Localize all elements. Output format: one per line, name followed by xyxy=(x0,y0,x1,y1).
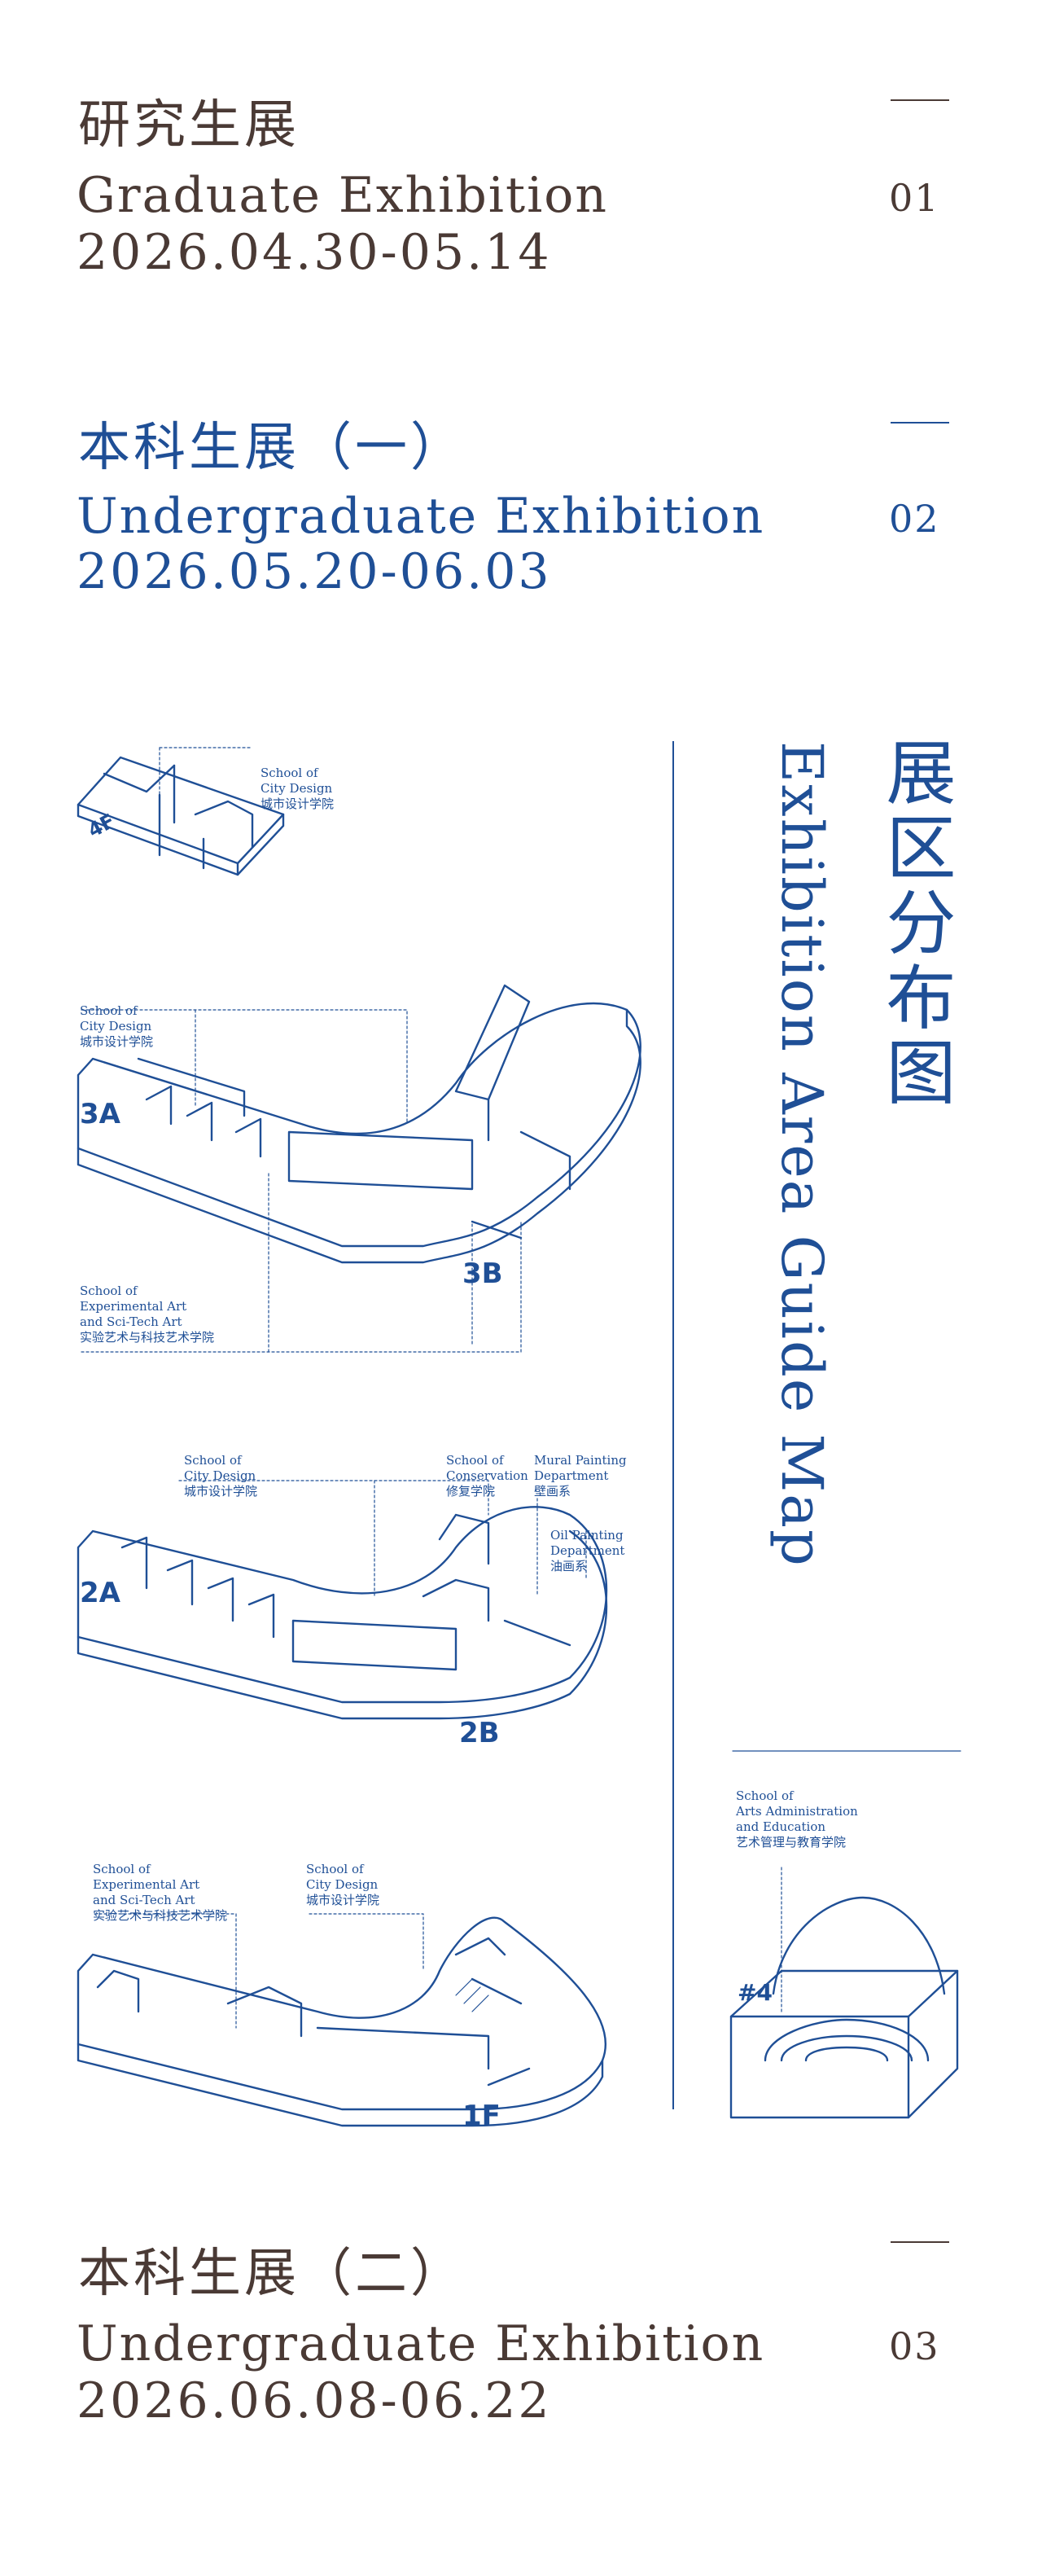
section-02-rule xyxy=(891,422,949,423)
section-03-number: 03 xyxy=(889,2324,940,2368)
label-4f-city-design: School of City Design 城市设计学院 xyxy=(260,766,335,811)
section-01-rule xyxy=(891,99,949,101)
section-02-date: 2026.05.20-06.03 xyxy=(77,543,552,600)
label-4-arts-admin: School of Arts Administration and Educat… xyxy=(736,1788,858,1850)
building-4-shape xyxy=(729,1750,961,2119)
label-2f-city-design: School of City Design 城市设计学院 xyxy=(184,1453,258,1499)
section-02-en-title: Undergraduate Exhibition xyxy=(77,488,765,545)
label-1f-exp-art: School of Experimental Art and Sci-Tech … xyxy=(93,1862,228,1923)
section-02-zh-title: 本科生展（一） xyxy=(78,418,466,478)
guide-divider-line xyxy=(672,741,674,2109)
floor-3-shape xyxy=(77,984,641,1353)
guide-zh-title: 展区分布图 xyxy=(873,736,955,1111)
floor-2-shape xyxy=(77,1480,608,1720)
label-2f-conservation: School of Conservation 修复学院 xyxy=(446,1453,528,1499)
label-2f-oil: Oil Painting Department 油画系 xyxy=(550,1528,625,1573)
floor-4f-shape xyxy=(77,747,285,876)
section-03-date: 2026.06.08-06.22 xyxy=(77,2372,552,2429)
building-4-tag: #4 xyxy=(738,1979,773,2006)
label-3f-city-design: School of City Design 城市设计学院 xyxy=(80,1003,154,1049)
section-03-rule xyxy=(891,2241,949,2243)
floor-3a-tag: 3A xyxy=(80,1098,120,1130)
guide-en-title: Exhibition Area Guide Map xyxy=(768,741,835,1568)
section-01-zh-title: 研究生展 xyxy=(78,95,300,156)
section-01-en-title: Graduate Exhibition xyxy=(77,167,609,224)
floor-3b-tag: 3B xyxy=(462,1257,503,1290)
label-3f-exp-art: School of Experimental Art and Sci-Tech … xyxy=(80,1284,215,1345)
floor-1-shape xyxy=(77,1913,607,2127)
section-03-en-title: Undergraduate Exhibition xyxy=(77,2315,765,2372)
section-01-date: 2026.04.30-05.14 xyxy=(77,224,552,281)
section-02-number: 02 xyxy=(889,497,940,541)
floor-2b-tag: 2B xyxy=(459,1717,500,1749)
floor-2a-tag: 2A xyxy=(80,1577,120,1609)
section-03-zh-title: 本科生展（二） xyxy=(78,2244,466,2304)
label-1f-city-design: School of City Design 城市设计学院 xyxy=(306,1862,380,1907)
section-01-number: 01 xyxy=(889,176,940,220)
floor-1f-tag: 1F xyxy=(462,2100,501,2132)
label-2f-mural: Mural Painting Department 壁画系 xyxy=(534,1453,627,1499)
